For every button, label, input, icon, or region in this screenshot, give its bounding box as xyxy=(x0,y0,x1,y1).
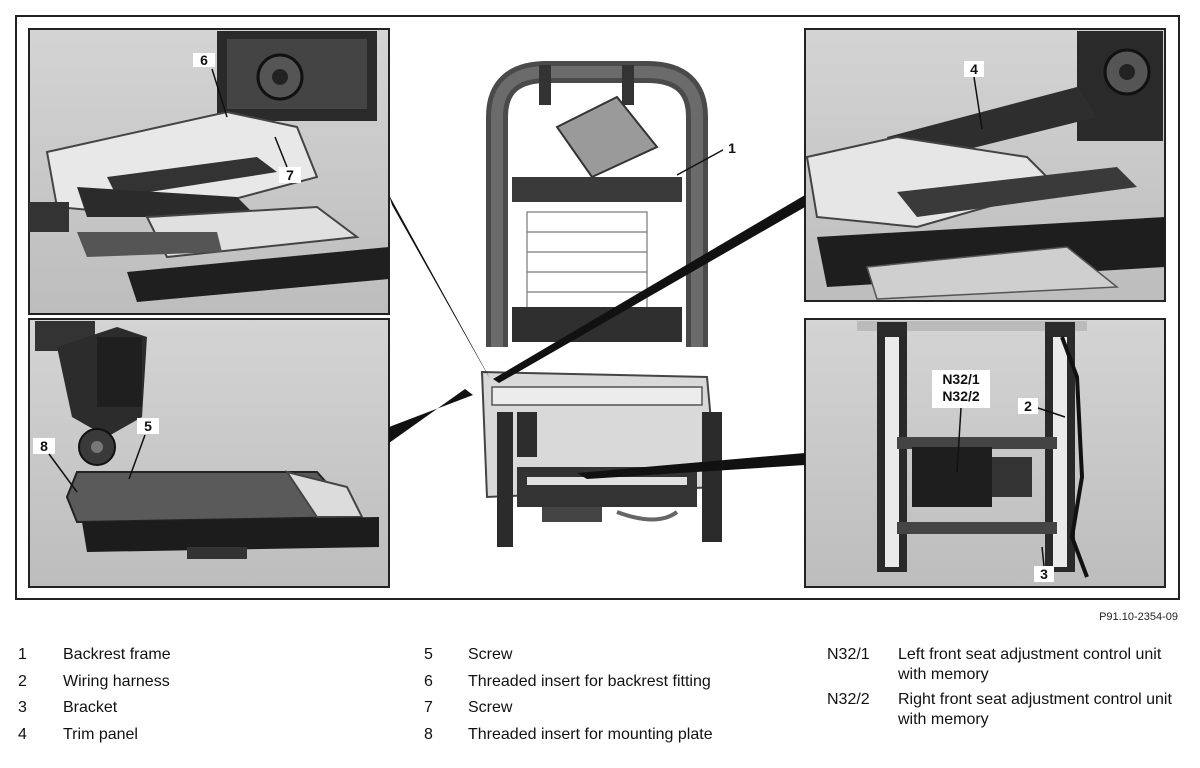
legend-text: Left front seat adjustment control unit … xyxy=(898,646,1162,683)
legend-number: N32/1 xyxy=(827,646,870,663)
legend-text: Wiring harness xyxy=(63,672,170,690)
callout-8: 8 xyxy=(40,438,48,454)
inset-pointers xyxy=(389,195,805,479)
legend-text: Threaded insert for mounting plate xyxy=(468,725,713,743)
legend-number: 4 xyxy=(18,725,27,743)
legend-item: 6 Threaded insert for backrest fitting xyxy=(424,672,713,692)
legend-item: 3 Bracket xyxy=(18,698,171,718)
inset-trim-panel: 4 xyxy=(804,28,1166,302)
inset-backrest-fitting: 6 7 xyxy=(28,28,390,315)
legend-item: 1 Backrest frame xyxy=(18,645,171,665)
legend-number: N32/2 xyxy=(827,691,870,708)
diagram-drawing: 6 7 8 5 xyxy=(28,28,1166,588)
legend-item: 2 Wiring harness xyxy=(18,672,171,692)
callout-2: 2 xyxy=(1024,398,1032,414)
callout-n32-2: N32/2 xyxy=(942,388,980,404)
figure-reference: P91.10-2354-09 xyxy=(1099,611,1178,623)
legend-item: 5 Screw xyxy=(424,645,713,665)
legend-number: 1 xyxy=(18,646,27,663)
legend-text: Bracket xyxy=(63,699,118,716)
legend-number: 8 xyxy=(424,725,433,743)
legend-item: 7 Screw xyxy=(424,698,713,718)
legend-text: Screw xyxy=(468,699,513,716)
inset-mounting-plate: 8 5 xyxy=(28,318,390,588)
callout-n32-1: N32/1 xyxy=(942,371,980,387)
legend-column-2: 5 Screw 6 Threaded insert for backrest f… xyxy=(424,645,713,751)
legend-text: Backrest frame xyxy=(63,646,171,663)
legend-item: N32/1 Left front seat adjustment control… xyxy=(827,645,1178,685)
legend-number: 3 xyxy=(18,699,27,716)
legend-item: 8 Threaded insert for mounting plate xyxy=(424,725,713,745)
callout-7: 7 xyxy=(286,167,294,183)
seat-frame: 1 xyxy=(480,61,741,547)
legend-text: Threaded insert for backrest fitting xyxy=(468,672,711,690)
callout-3: 3 xyxy=(1040,566,1048,582)
legend-column-3: N32/1 Left front seat adjustment control… xyxy=(827,645,1178,735)
callout-4: 4 xyxy=(970,61,978,77)
legend-item: 4 Trim panel xyxy=(18,725,171,745)
legend-number: 5 xyxy=(424,646,433,663)
legend-number: 7 xyxy=(424,699,433,716)
legend-text: Trim panel xyxy=(63,725,138,743)
legend-text: Right front seat adjustment control unit… xyxy=(898,691,1172,728)
legend-number: 6 xyxy=(424,672,433,690)
seat-frame-diagram: 6 7 8 5 xyxy=(15,15,1180,600)
legend-column-1: 1 Backrest frame 2 Wiring harness 3 Brac… xyxy=(18,645,171,751)
callout-5: 5 xyxy=(144,418,152,434)
legend-number: 2 xyxy=(18,672,27,690)
inset-control-unit: N32/1 N32/2 2 3 xyxy=(804,318,1166,588)
legend-text: Screw xyxy=(468,646,513,663)
callout-1: 1 xyxy=(728,140,736,156)
legend-item: N32/2 Right front seat adjustment contro… xyxy=(827,690,1178,730)
callout-6: 6 xyxy=(200,52,208,68)
